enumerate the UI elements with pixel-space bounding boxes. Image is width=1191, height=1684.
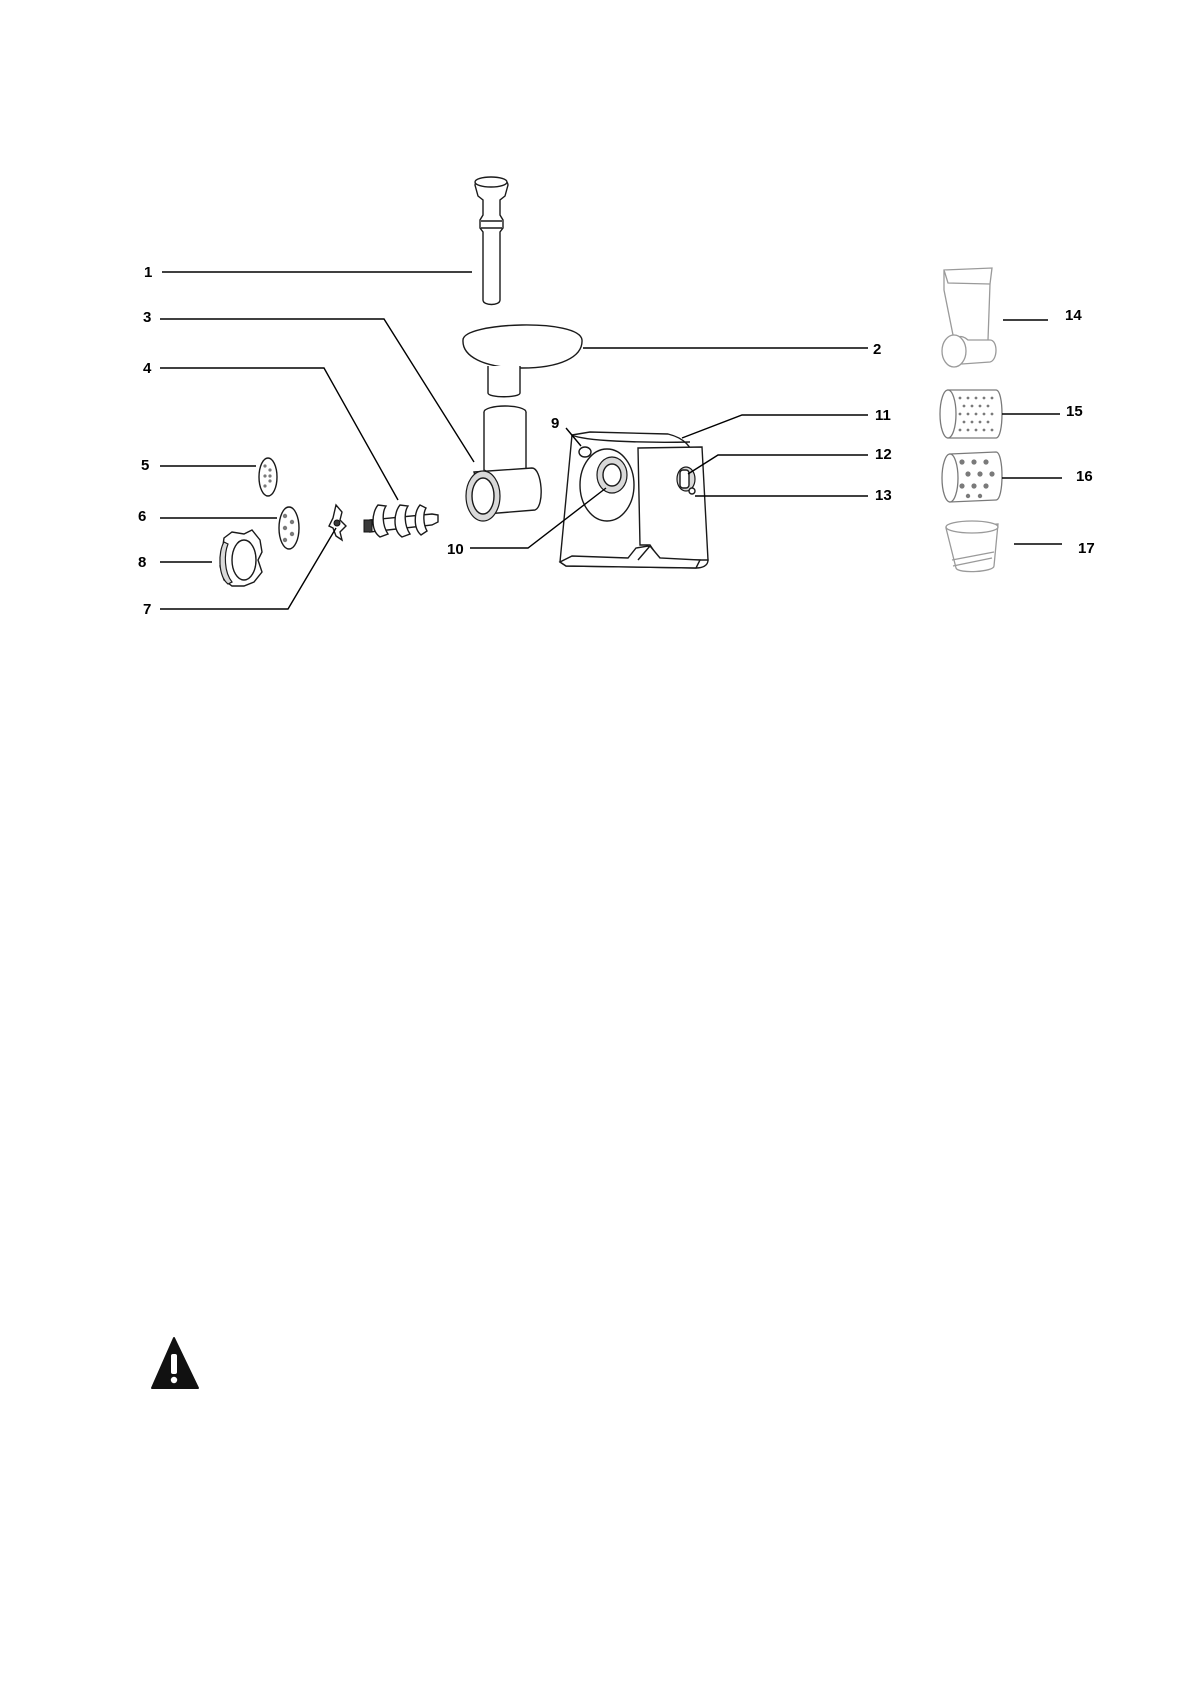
callout-14: 14 [1065, 307, 1082, 324]
leader-12 [688, 455, 868, 474]
callout-2: 2 [873, 341, 881, 358]
ring-nut-icon [220, 530, 262, 586]
callout-13: 13 [875, 487, 892, 504]
head-release-button-icon [579, 447, 591, 457]
auger-icon [364, 505, 438, 537]
head-socket-icon [580, 449, 634, 521]
warning-triangle-icon [152, 1338, 198, 1388]
coarse-cutting-plate-icon [279, 507, 299, 549]
callout-4: 4 [143, 360, 152, 377]
callout-17: 17 [1078, 540, 1095, 557]
pusher-icon [475, 177, 508, 305]
callout-9: 9 [551, 415, 559, 432]
slicing-drum-icon [946, 521, 998, 572]
callout-11: 11 [875, 407, 891, 424]
callout-12: 12 [875, 446, 892, 463]
callout-10: 10 [447, 541, 464, 558]
callout-16: 16 [1076, 468, 1093, 485]
leader-3 [160, 319, 474, 462]
grinder-head-icon [466, 406, 541, 521]
fine-grating-drum-icon [940, 390, 1002, 438]
callout-7: 7 [143, 601, 151, 618]
callout-15: 15 [1066, 403, 1083, 420]
coarse-grating-drum-icon [942, 452, 1002, 502]
callout-8: 8 [138, 554, 146, 571]
callout-1: 1 [144, 264, 152, 281]
reverse-switch-icon [689, 488, 695, 494]
fine-cutting-plate-icon [259, 458, 277, 496]
callout-3: 3 [143, 309, 151, 326]
leader-11 [682, 415, 868, 438]
feeding-tray-icon [463, 325, 582, 397]
leader-4 [160, 368, 398, 500]
callout-5: 5 [141, 457, 149, 474]
slicer-housing-icon [942, 268, 996, 367]
callout-6: 6 [138, 508, 146, 525]
